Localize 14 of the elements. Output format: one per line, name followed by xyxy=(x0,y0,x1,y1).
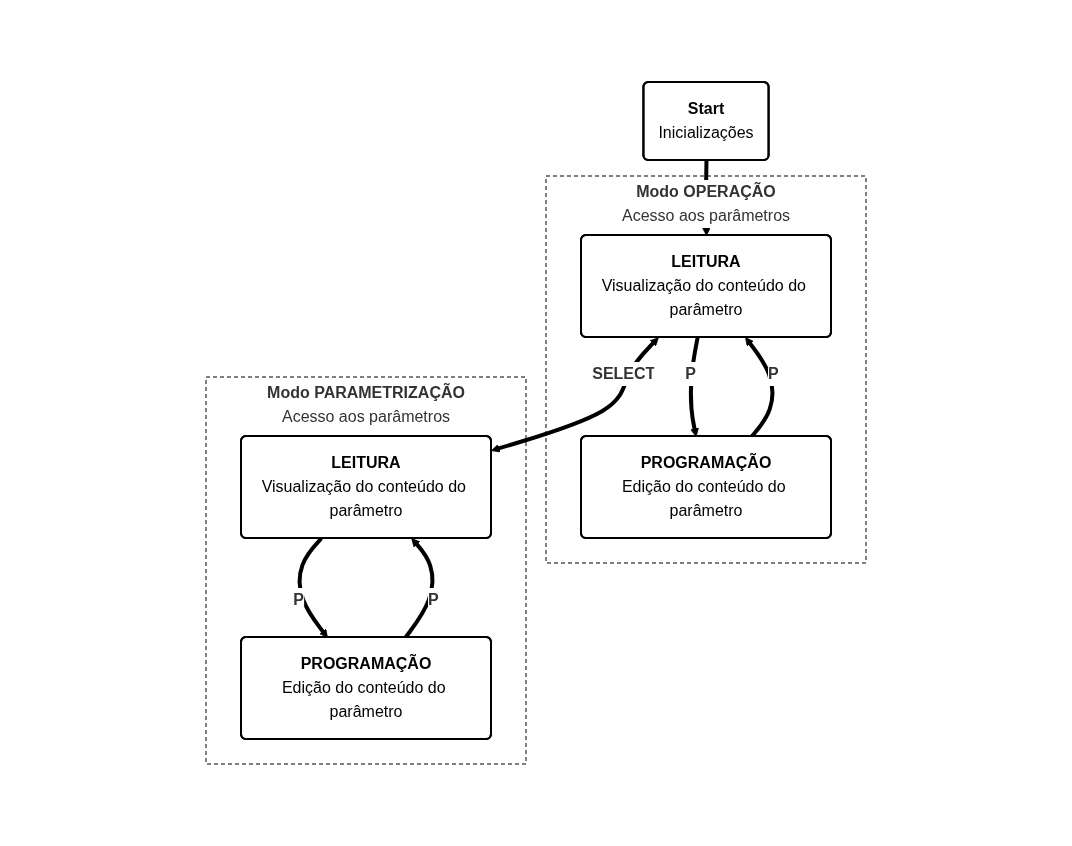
node-text: LEITURA Visualização do conteúdo do parâmetro xyxy=(261,454,466,519)
arrow xyxy=(688,337,700,437)
node-text: PROGRAMAÇÃO Edição do conteúdo do parâmetro xyxy=(621,454,786,519)
arrow xyxy=(745,337,775,438)
node-text: LEITURA Visualização do conteúdo do parâmetro xyxy=(601,253,806,318)
arrow xyxy=(297,537,328,638)
arrow xyxy=(403,538,435,639)
edge-label: P xyxy=(293,591,304,608)
edge-label: P xyxy=(428,591,439,608)
node-text: PROGRAMAÇÃO Edição do conteúdo do parâmetro xyxy=(281,655,446,720)
edge-label: P xyxy=(685,365,696,382)
edge-label: P xyxy=(768,365,779,382)
arrow xyxy=(491,337,659,453)
edge-label: SELECT xyxy=(592,365,656,382)
